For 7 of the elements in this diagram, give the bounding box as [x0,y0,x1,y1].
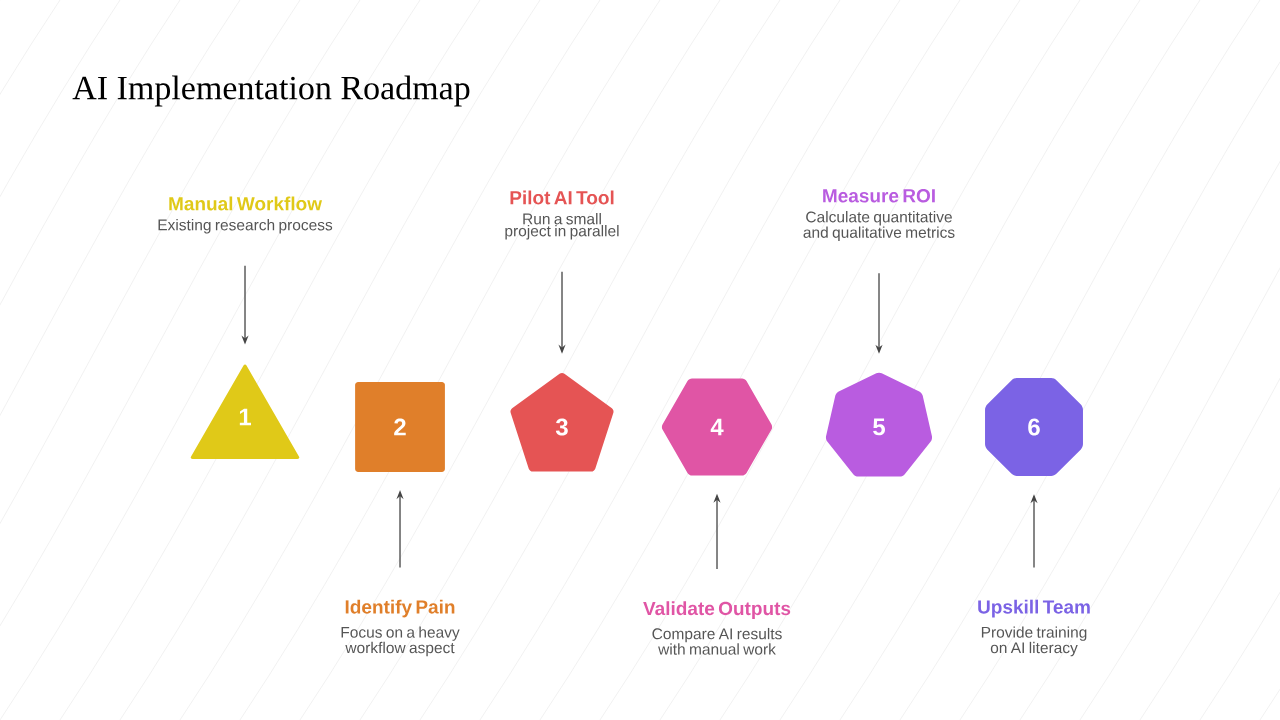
title: AI Implementation Roadmap [72,75,470,107]
step-text: Pilot AI Tool Run a small project in parallel [505,190,619,240]
step-text: Manual Workflow Existing research process [158,196,333,234]
step-text: Identify Pain Focus on a heavy workflow aspect [341,599,460,657]
step-text: Upskill Team Provide training on AI literacy [978,599,1090,657]
step-text: Validate Outputs Compare AI results with manual work [643,601,791,655]
step-text: Measure ROI Calculate quantitative and qualitative metrics [803,189,955,241]
